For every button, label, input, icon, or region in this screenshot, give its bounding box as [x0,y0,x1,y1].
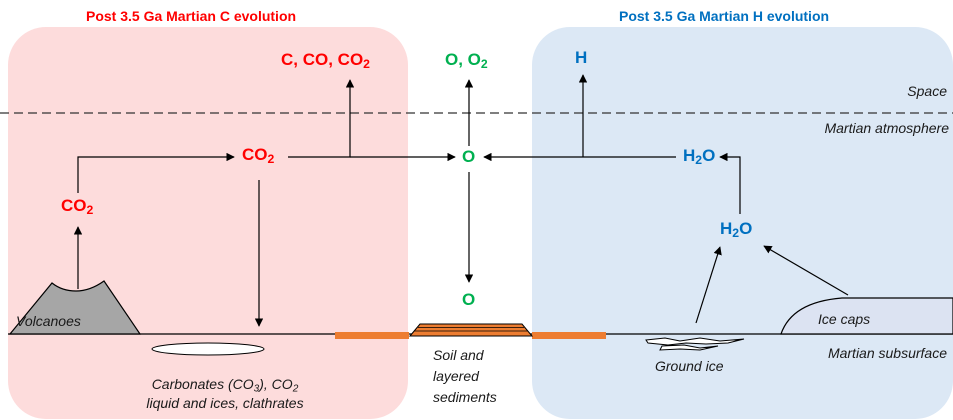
soil-sediments-label: Soil and layered sediments [433,347,497,405]
carbonates-line1: Carbonates (CO3), CO2 [151,376,299,395]
ice-caps-label: Ice caps [818,311,871,327]
carbonates-label: Carbonates (CO3), CO2 liquid and ices, c… [115,375,335,413]
arrow-subsurface-h2o-to-atm [719,152,741,214]
volcano-shape [8,280,142,335]
co2-volcanic-label: CO2 [61,196,94,218]
subsurface-label: Martian subsurface [827,345,947,361]
oxygen-surface-label: O [462,290,476,309]
space-label: Space [907,83,947,99]
carbon-escape-label: C, CO, CO2 [281,50,370,72]
ground-ice-label: Ground ice [655,358,724,374]
arrow-ground-ice-to-h2o [695,246,722,324]
surface-strip-left [335,332,409,339]
carbon-header: Post 3.5 Ga Martian C evolution [86,8,297,24]
h2o-subsurface-label: H2O [720,219,753,241]
arrow-ice-caps-to-h2o [763,245,849,296]
volcanoes-label: Volcanoes [16,313,81,329]
carbonates-line2: liquid and ices, clathrates [146,395,304,411]
surface-strip-right [532,332,606,339]
hydrogen-escape-label: H [575,48,588,67]
oxygen-atmosphere-label: O [462,147,476,166]
arrow-co2-to-atmosphere [77,152,235,193]
soil-sediments-shape [408,323,534,337]
ice-caps-shape [780,297,953,335]
carbon-panel [8,27,408,419]
hydrogen-header: Post 3.5 Ga Martian H evolution [619,8,830,24]
co2-atmosphere-label: CO2 [242,145,275,167]
carbonates-reservoir [151,342,265,356]
oxygen-escape-label: O, O2 [445,50,488,72]
h2o-atmosphere-label: H2O [683,146,716,168]
ground-ice-shape [645,337,745,351]
atmosphere-label: Martian atmosphere [824,120,949,136]
